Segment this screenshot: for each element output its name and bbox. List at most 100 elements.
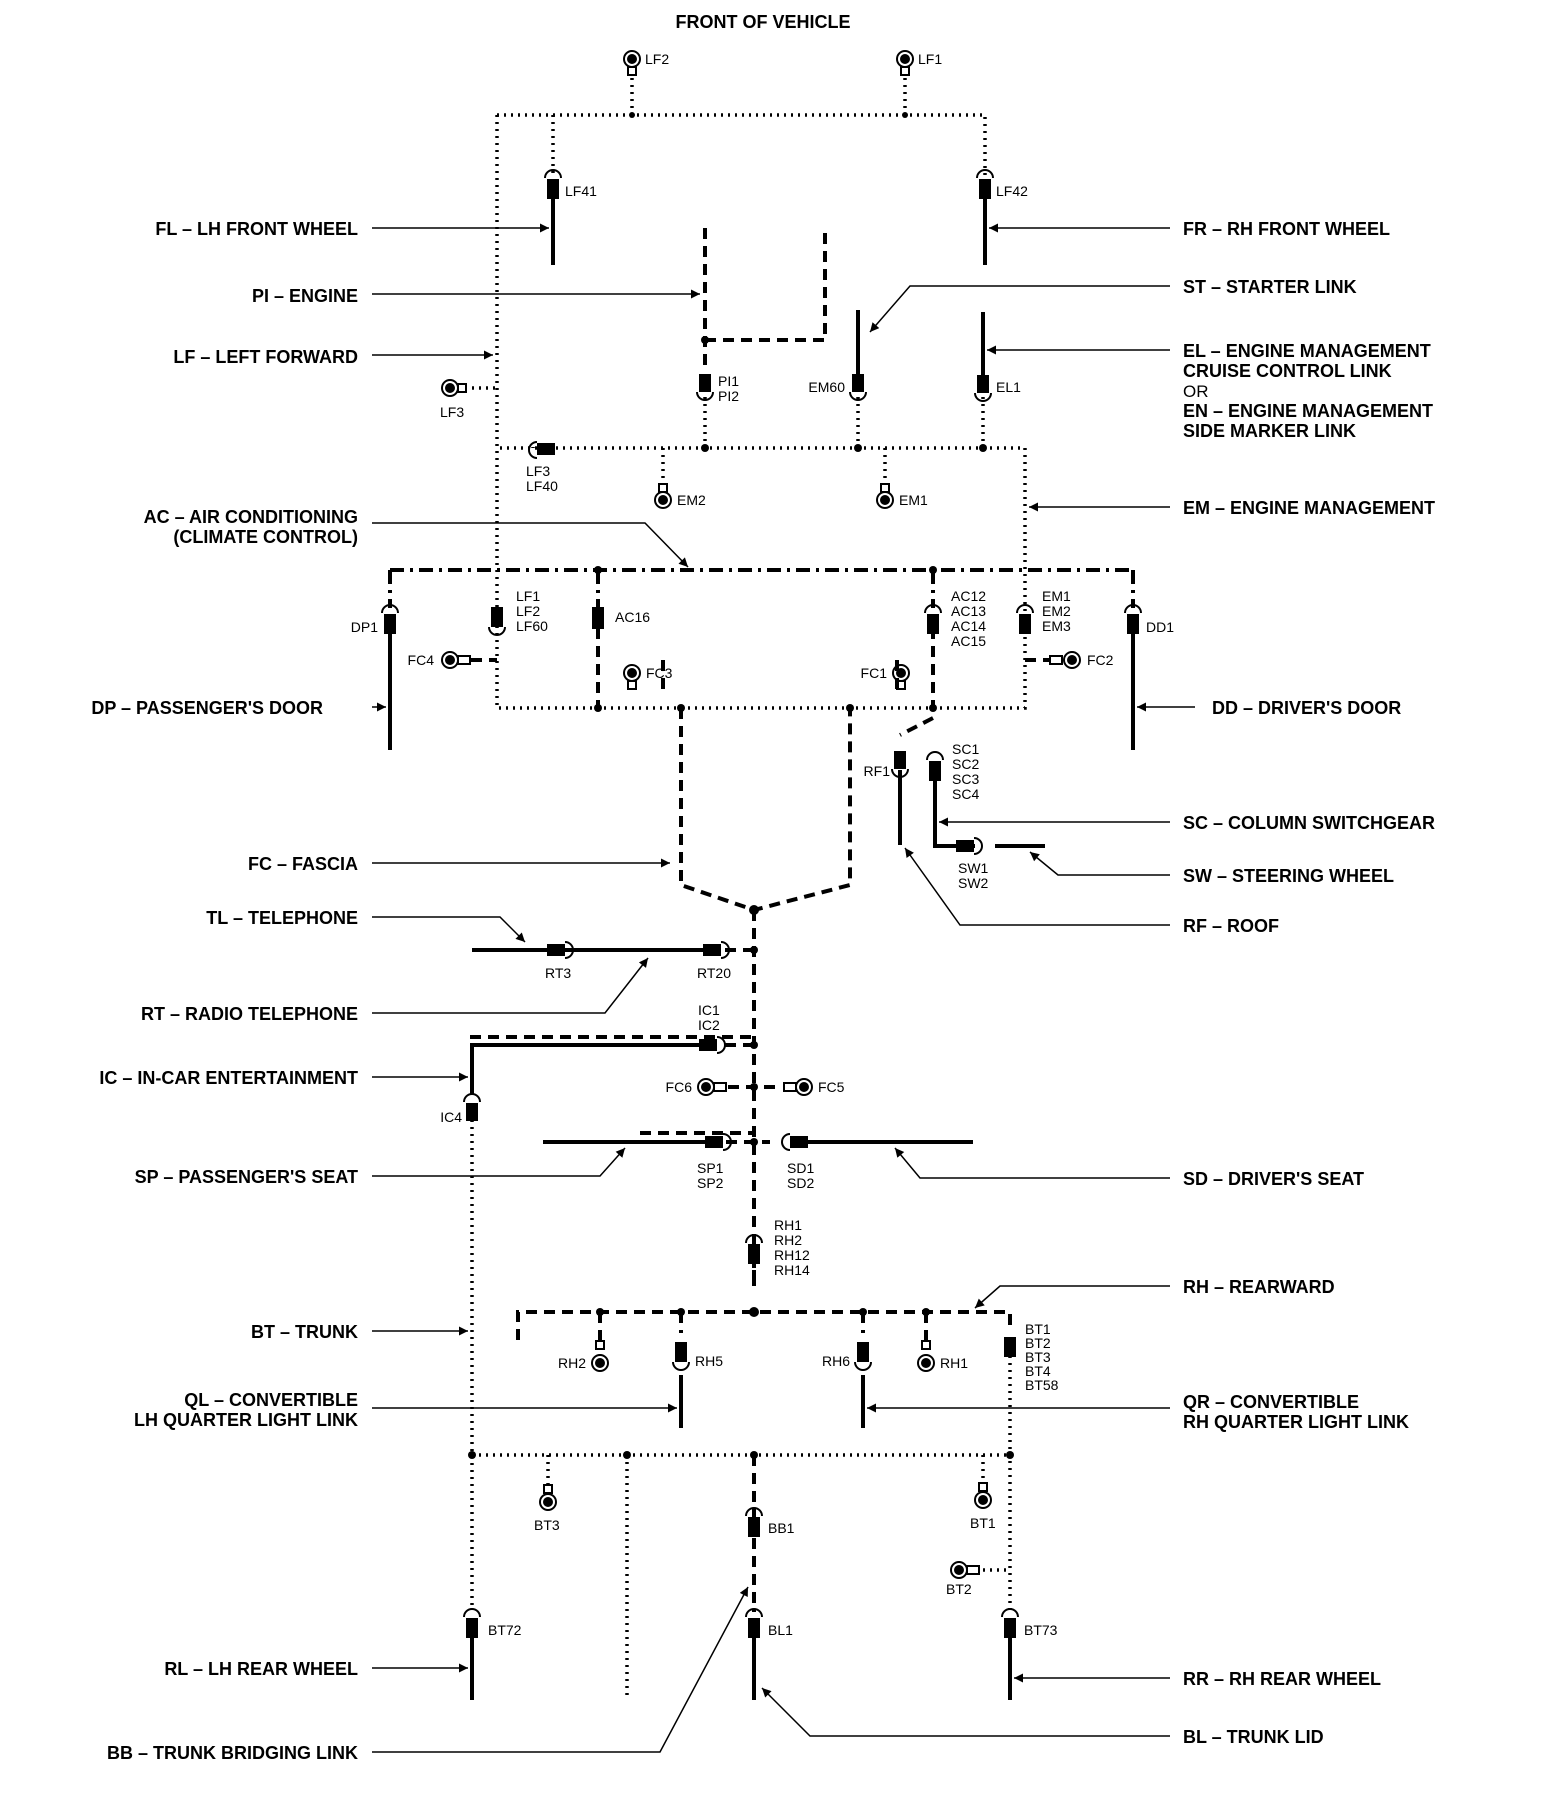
rh1-connector-icon	[745, 1234, 763, 1264]
label-em: EM – ENGINE MANAGEMENT	[1183, 498, 1435, 518]
id-bb1: BB1	[768, 1520, 795, 1536]
label-pi: PI – ENGINE	[252, 286, 358, 306]
bt2-ground-icon	[950, 1561, 980, 1579]
id-rh6: RH6	[822, 1353, 850, 1369]
label-ac-line2: (CLIMATE CONTROL)	[173, 527, 358, 547]
connector-symbols	[381, 50, 1142, 1638]
id-bt3: BT3	[1025, 1349, 1051, 1365]
id-em3: EM3	[1042, 618, 1071, 634]
id-lf41: LF41	[565, 183, 597, 199]
label-sc: SC – COLUMN SWITCHGEAR	[1183, 813, 1435, 833]
id-fc5: FC5	[818, 1079, 845, 1095]
fc2-ground-icon	[1049, 651, 1081, 669]
id-em1: EM1	[899, 492, 928, 508]
id-lf2-ac: LF2	[516, 603, 540, 619]
id-lf42: LF42	[996, 183, 1028, 199]
id-rt3: RT3	[545, 965, 571, 981]
rt20-connector-icon	[703, 941, 730, 959]
id-rh5: RH5	[695, 1353, 723, 1369]
id-lf1-ac: LF1	[516, 588, 540, 604]
lf3-ground-icon	[441, 379, 467, 397]
id-el1: EL1	[996, 379, 1021, 395]
lf3-inline-connector-icon	[528, 441, 555, 459]
ac16-connector-icon	[592, 607, 604, 629]
id-lf1: LF1	[918, 51, 942, 67]
label-el-line1: EL – ENGINE MANAGEMENT	[1183, 341, 1431, 361]
id-fc3: FC3	[646, 665, 673, 681]
em2-ground-icon	[654, 483, 672, 509]
fc5-ground-icon	[783, 1078, 813, 1096]
bt72-connector-icon	[463, 1608, 481, 1638]
lf41-connector-icon	[544, 169, 562, 199]
id-bt1-trunk: BT1	[970, 1515, 996, 1531]
id-ac14: AC14	[951, 618, 986, 634]
label-en-line2: SIDE MARKER LINK	[1183, 421, 1356, 441]
bt1-ground-icon	[974, 1482, 992, 1509]
lf60-connector-icon	[488, 607, 506, 636]
label-rl: RL – LH REAR WHEEL	[164, 1659, 358, 1679]
leader-lines	[372, 223, 1195, 1753]
sd1-connector-icon	[781, 1133, 808, 1151]
label-ac-line1: AC – AIR CONDITIONING	[144, 507, 358, 527]
bt3-ground-icon	[539, 1484, 557, 1511]
fc1-ground-icon	[892, 664, 910, 690]
id-ac15: AC15	[951, 633, 986, 649]
label-sd: SD – DRIVER'S SEAT	[1183, 1169, 1364, 1189]
id-ac13: AC13	[951, 603, 986, 619]
id-rh12: RH12	[774, 1247, 810, 1263]
id-fc4: FC4	[408, 652, 435, 668]
ic4-connector-icon	[463, 1093, 481, 1121]
label-dp: DP – PASSENGER'S DOOR	[91, 698, 323, 718]
el1-connector-icon	[974, 375, 992, 402]
id-fc1: FC1	[861, 665, 888, 681]
rf1-connector-icon	[891, 751, 909, 778]
em1-ground-icon	[876, 483, 894, 509]
label-qr-line1: QR – CONVERTIBLE	[1183, 1392, 1359, 1412]
connector-ids: LF2 LF1 LF41 LF42 PI1 PI2 EM60 EL1 LF3 L…	[351, 51, 1174, 1638]
id-rt20: RT20	[697, 965, 731, 981]
label-el-line2: CRUISE CONTROL LINK	[1183, 361, 1392, 381]
id-bt2-trunk: BT2	[946, 1581, 972, 1597]
ac-harness	[388, 568, 1135, 608]
rh2-ground-icon	[591, 1340, 609, 1372]
id-sd1: SD1	[787, 1160, 814, 1176]
id-dp1: DP1	[351, 619, 378, 635]
id-bt3-trunk: BT3	[534, 1517, 560, 1533]
lf42-connector-icon	[976, 169, 994, 199]
id-lf3-inline: LF3	[526, 463, 550, 479]
bb1-connector-icon	[745, 1507, 763, 1537]
id-ic1: IC1	[698, 1002, 720, 1018]
label-rt: RT – RADIO TELEPHONE	[141, 1004, 358, 1024]
label-en-line1: EN – ENGINE MANAGEMENT	[1183, 401, 1433, 421]
id-bt4: BT4	[1025, 1363, 1051, 1379]
harness-lines	[388, 75, 1135, 1700]
id-sp2: SP2	[697, 1175, 724, 1191]
label-fl: FL – LH FRONT WHEEL	[155, 219, 358, 239]
id-sc3: SC3	[952, 771, 979, 787]
ic1-connector-icon	[699, 1036, 726, 1054]
id-pi1: PI1	[718, 373, 739, 389]
label-ic: IC – IN-CAR ENTERTAINMENT	[99, 1068, 358, 1088]
pi1-connector-icon	[696, 374, 714, 401]
label-bl: BL – TRUNK LID	[1183, 1727, 1324, 1747]
id-fc6: FC6	[666, 1079, 693, 1095]
label-fc: FC – FASCIA	[248, 854, 358, 874]
label-qr-line2: RH QUARTER LIGHT LINK	[1183, 1412, 1409, 1432]
id-lf2: LF2	[645, 51, 669, 67]
label-rr: RR – RH REAR WHEEL	[1183, 1669, 1381, 1689]
fc4-ground-icon	[441, 651, 471, 669]
label-sw: SW – STEERING WHEEL	[1183, 866, 1394, 886]
bt-harness	[472, 1356, 1012, 1700]
label-tl: TL – TELEPHONE	[206, 908, 358, 928]
id-bt58: BT58	[1025, 1377, 1059, 1393]
id-lf3: LF3	[440, 404, 464, 420]
label-rf: RF – ROOF	[1183, 916, 1279, 936]
lf-harness	[462, 75, 1027, 710]
id-sw1: SW1	[958, 860, 989, 876]
rh5-connector-icon	[672, 1342, 690, 1371]
sp1-connector-icon	[705, 1133, 732, 1151]
rt3-connector-icon	[547, 941, 574, 959]
id-sw2: SW2	[958, 875, 989, 891]
id-lf60: LF60	[516, 618, 548, 634]
